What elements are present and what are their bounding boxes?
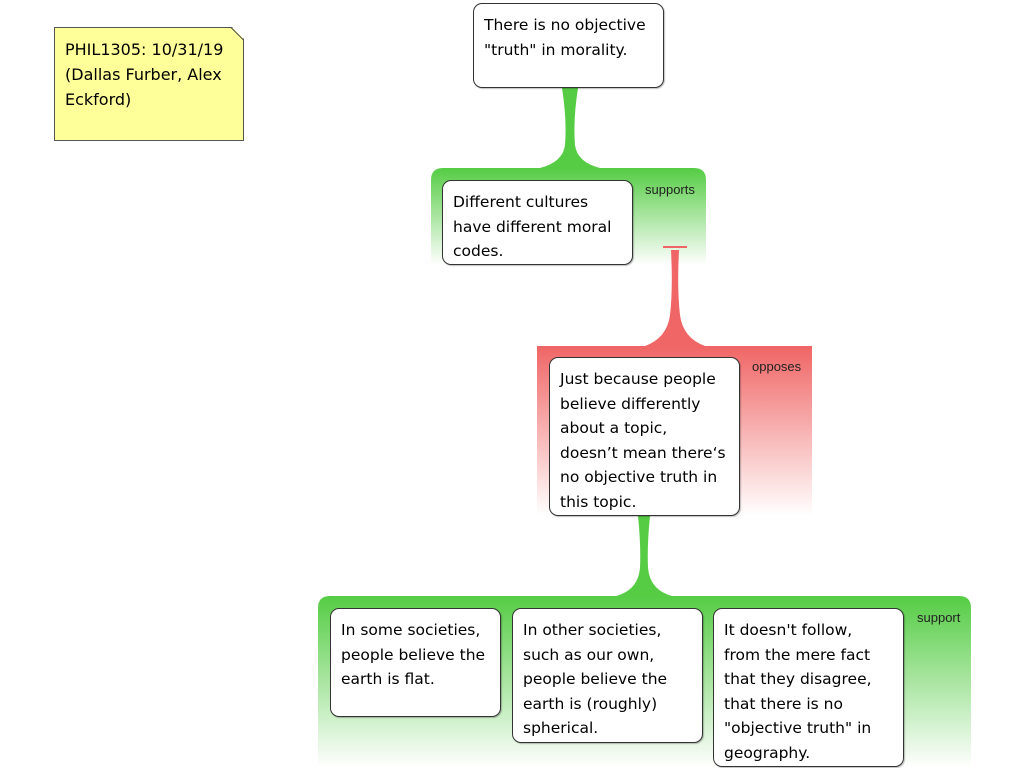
claim-text: There is no objective "truth" in moralit… [484,16,646,59]
premise-text-flat: In some societies, people believe the ea… [341,621,486,689]
reason-text: Different cultures have different moral … [453,193,612,261]
support-connector [616,516,672,596]
premise-box-flat[interactable]: In some societies, people believe the ea… [330,608,501,717]
premise-box-conclusion[interactable]: It doesn't follow, from the mere fact th… [713,608,904,767]
sticky-note[interactable]: PHIL1305: 10/31/19 (Dallas Furber, Alex … [54,27,244,141]
premise-box-spherical[interactable]: In other societies, such as our own, peo… [512,608,703,743]
opposes-label: opposes [752,359,802,374]
note-fold-line [231,27,244,40]
objection-box[interactable]: Just because people believe differently … [549,357,740,516]
supports-label: supports [645,182,695,197]
opposes-connector [645,250,705,346]
objection-text: Just because people believe differently … [560,370,726,511]
premise-text-spherical: In other societies, such as our own, peo… [523,621,668,738]
premise-text-conclusion: It doesn't follow, from the mere fact th… [724,621,872,762]
claim-box[interactable]: There is no objective "truth" in moralit… [473,3,664,88]
support-label: support [917,610,961,625]
reason-box-cultures[interactable]: Different cultures have different moral … [442,180,633,265]
supports-connector [540,88,600,168]
note-text: PHIL1305: 10/31/19 (Dallas Furber, Alex … [65,40,224,109]
